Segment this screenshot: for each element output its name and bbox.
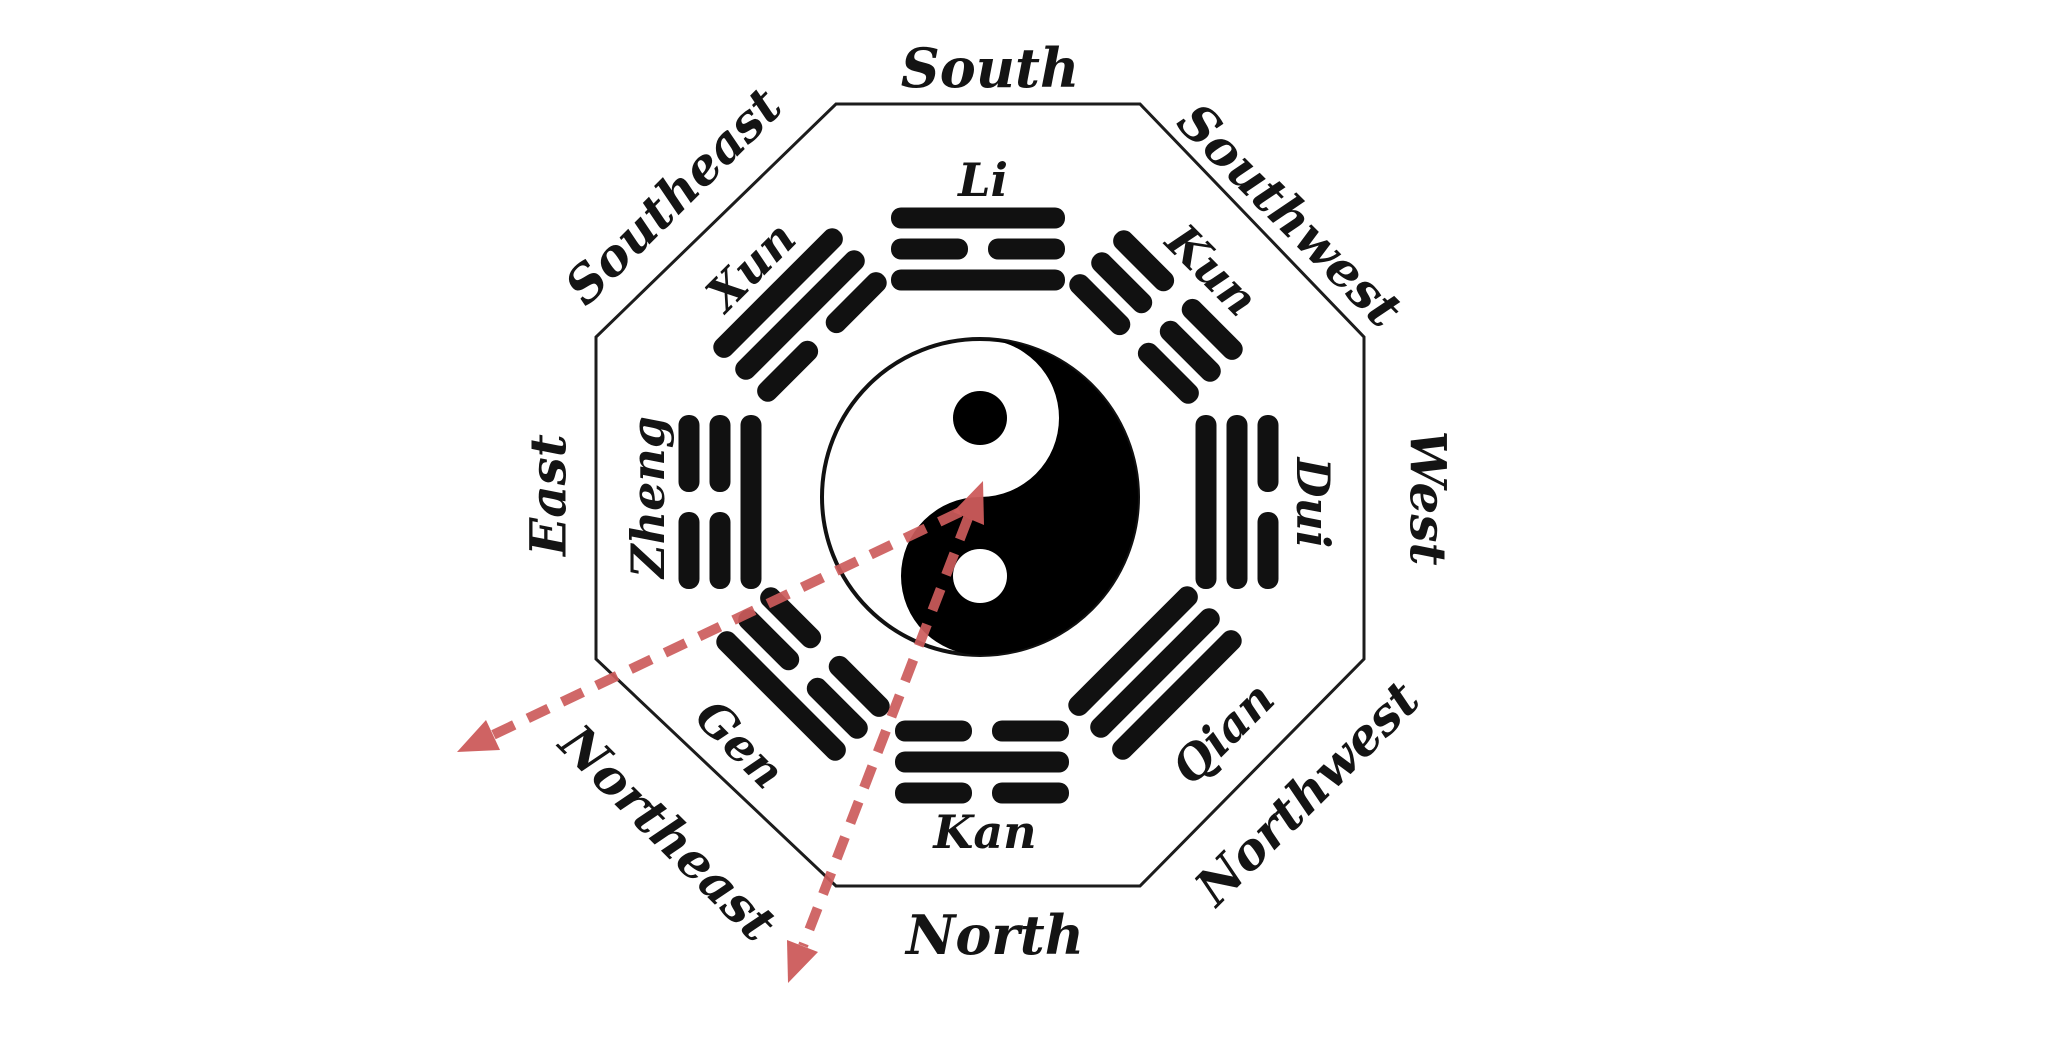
yin-dot	[953, 391, 1007, 445]
trigram-bar	[1113, 230, 1175, 292]
trigram-bar	[988, 238, 1065, 260]
trigram-bar	[895, 720, 972, 742]
arrow-head-at-bottom	[787, 940, 818, 983]
arrow-center-to-lower-left	[457, 507, 963, 752]
trigram-label-li: Li	[956, 153, 1008, 207]
trigram-bar	[713, 228, 843, 358]
trigram-bar	[709, 415, 731, 492]
trigram-label-zheng: Zheng	[621, 416, 675, 580]
yang-dot	[953, 549, 1007, 603]
trigram-dui	[1195, 415, 1279, 589]
trigram-bar	[678, 415, 700, 492]
trigram-bar	[738, 609, 800, 671]
yin-yang-symbol	[820, 337, 1140, 657]
trigram-bar	[1137, 342, 1199, 404]
trigram-bar	[1195, 415, 1217, 589]
trigram-qian	[1068, 586, 1242, 760]
trigram-bar	[825, 272, 887, 334]
trigram-li	[891, 207, 1065, 291]
compass-label-west: West	[1399, 430, 1458, 565]
trigram-bar	[757, 340, 819, 402]
trigram-bar	[1112, 630, 1242, 760]
compass-label-east: East	[519, 434, 578, 558]
trigram-xun	[713, 228, 887, 402]
trigram-bar	[992, 782, 1069, 804]
trigram-bar	[891, 238, 968, 260]
trigram-label-kan: Kan	[931, 805, 1036, 859]
trigram-bar	[735, 250, 865, 380]
trigram-bar	[895, 782, 972, 804]
trigram-bar	[678, 512, 700, 589]
trigram-bar	[716, 631, 846, 761]
trigram-bar	[828, 655, 890, 717]
trigram-bar	[992, 720, 1069, 742]
trigram-bar	[806, 677, 868, 739]
arrow-dash-line	[490, 507, 963, 740]
trigram-bar	[709, 512, 731, 589]
compass-label-north: North	[904, 903, 1084, 967]
trigram-bar	[1091, 252, 1153, 314]
trigram-bar	[1068, 586, 1198, 716]
trigram-layer	[678, 207, 1279, 804]
trigram-bar	[895, 751, 1069, 773]
trigram-bar	[1181, 298, 1243, 360]
trigram-kan	[895, 720, 1069, 804]
trigram-bar	[1226, 415, 1248, 589]
compass-label-south: South	[901, 36, 1079, 100]
trigram-bar	[1159, 320, 1221, 382]
trigram-label-dui: Dui	[1286, 456, 1340, 549]
arrow-head-lower-left	[457, 720, 500, 752]
trigram-bar	[1257, 512, 1279, 589]
arrow-dash-line	[798, 516, 973, 948]
trigram-bar	[740, 415, 762, 589]
trigram-bar	[891, 269, 1065, 291]
trigram-bar	[1090, 608, 1220, 738]
trigram-bar	[1257, 415, 1279, 492]
trigram-bar	[1069, 274, 1131, 336]
trigram-kun	[1069, 230, 1243, 404]
trigram-bar	[891, 207, 1065, 229]
trigram-zheng	[678, 415, 762, 589]
